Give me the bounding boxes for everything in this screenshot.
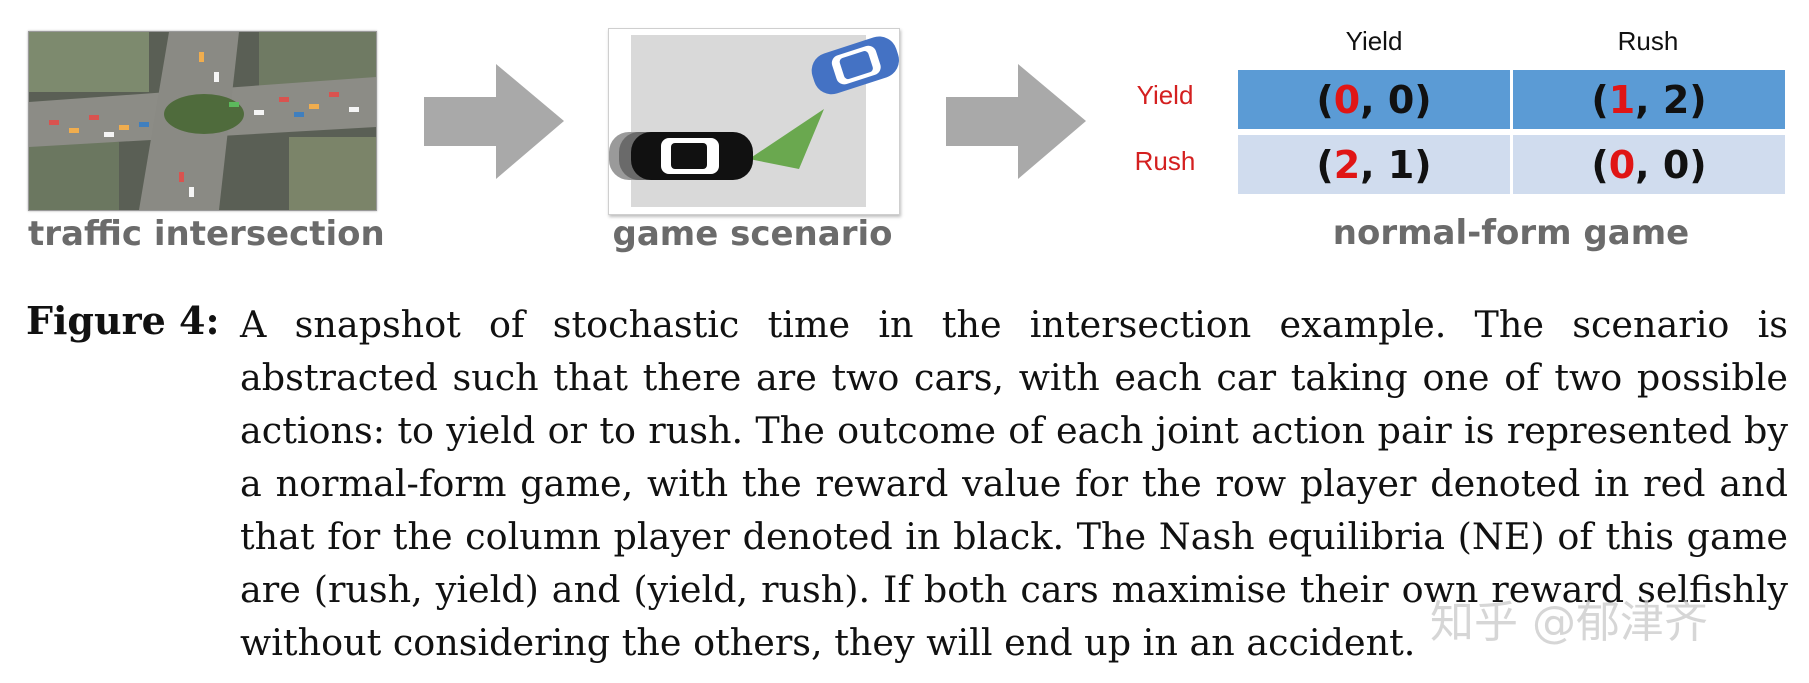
column-header-rush: Rush [1617,26,1679,56]
figure-caption: A snapshot of stochastic time in the int… [240,298,1788,669]
traffic-intersection-caption: traffic intersection [28,214,385,254]
figure-caption-text: A snapshot of stochastic time in the int… [240,303,1788,664]
figure-label: Figure 4: [26,298,220,343]
column-payoff: 0 [1662,142,1690,187]
payoff-cell-rush-yield: (2, 1) [1238,135,1510,194]
column-header-yield: Yield [1345,26,1403,56]
column-payoff: 1 [1387,142,1415,187]
row-header-yield: Yield [1136,80,1194,110]
arrow-right-icon [946,64,1086,179]
payoff-cell-yield-yield: (0, 0) [1238,70,1510,129]
row-header-rush: Rush [1134,146,1196,176]
payoff-cell-yield-rush: (1, 2) [1513,70,1785,129]
row-payoff: 2 [1333,142,1361,187]
payoff-cell-rush-rush: (0, 0) [1513,135,1785,194]
column-payoff: 0 [1387,77,1415,122]
row-payoff: 0 [1608,142,1636,187]
arrow-right-icon [424,64,564,179]
traffic-intersection-image [28,31,377,211]
game-scenario-caption: game scenario [612,214,893,254]
column-payoff: 2 [1662,77,1690,122]
normal-form-game-caption: normal-form game [1332,213,1690,253]
row-payoff: 0 [1333,77,1361,122]
row-payoff: 1 [1608,77,1636,122]
game-scenario-image [608,28,900,215]
watermark: 知乎 @郁津齐 [1430,597,1708,648]
